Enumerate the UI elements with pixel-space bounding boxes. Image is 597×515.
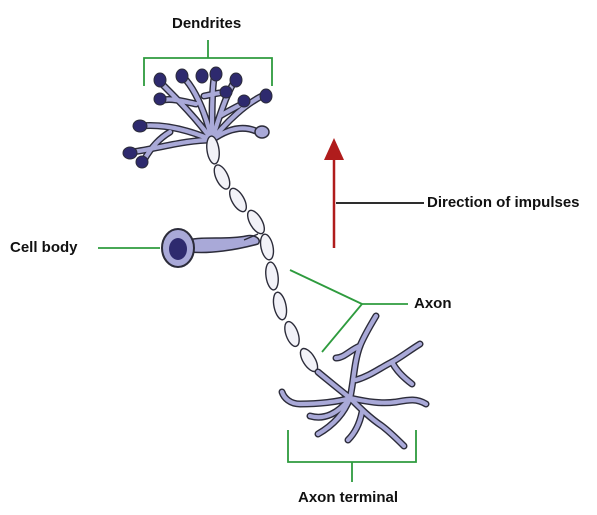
axon-label: Axon (414, 295, 452, 313)
direction-label: Direction of impulses (427, 194, 580, 212)
axon-segments (205, 135, 321, 374)
axon-pointer (290, 270, 408, 352)
cell-body-label: Cell body (10, 239, 78, 257)
axon-terminal-label: Axon terminal (298, 489, 398, 507)
dendrites-label: Dendrites (172, 15, 241, 33)
direction-arrow-head (324, 138, 344, 160)
cell-nucleus (169, 238, 187, 260)
dendrite-tip-light (255, 126, 269, 138)
